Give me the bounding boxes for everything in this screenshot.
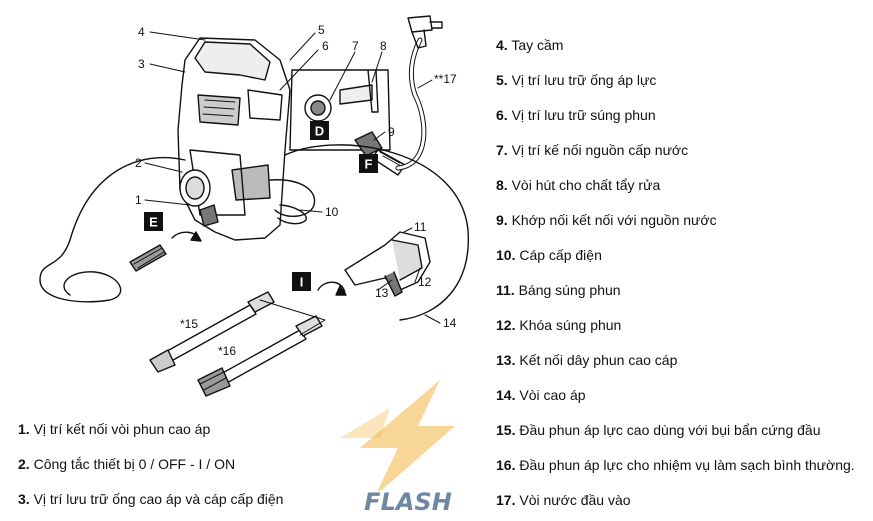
high-pressure-connector bbox=[129, 244, 167, 272]
legend-item-3: 3. Vị trí lưu trữ ống cao áp và cáp cấp … bbox=[18, 491, 284, 507]
legend-item-14: 14. Vòi cao áp bbox=[496, 387, 586, 403]
callout-11: 11 bbox=[414, 220, 427, 234]
legend-item-2: 2. Công tắc thiết bị 0 / OFF - I / ON bbox=[18, 456, 236, 472]
step-box-i: I bbox=[292, 272, 311, 291]
callout-numbers: 4 3 2 1 5 6 7 8 9 10 11 12 13 14 *15 *16… bbox=[135, 23, 457, 358]
callout-17: **17 bbox=[434, 72, 457, 86]
leader-lines bbox=[144, 31, 441, 324]
legend-item-12: 12. Khóa súng phun bbox=[496, 317, 622, 333]
lightning-bolt-icon bbox=[360, 380, 455, 496]
water-tap bbox=[407, 15, 443, 49]
lance-16 bbox=[197, 315, 323, 397]
legend-item-6: 6. Vị trí lưu trữ súng phun bbox=[496, 107, 656, 123]
callout-1: 1 bbox=[135, 193, 142, 207]
callout-13: 13 bbox=[375, 286, 389, 300]
callout-14: 14 bbox=[443, 316, 457, 330]
svg-text:I: I bbox=[300, 275, 304, 290]
legend-item-1: 1. Vị trí kết nối vòi phun cao áp bbox=[18, 421, 211, 437]
legend-item-15: 15. Đầu phun áp lực cao dùng với bụi bẩn… bbox=[496, 422, 821, 438]
callout-12: 12 bbox=[418, 275, 432, 289]
high-pressure-hose bbox=[284, 144, 469, 321]
legend-item-9: 9. Khớp nối kết nối với nguồn nước bbox=[496, 212, 717, 228]
step-box-d: D bbox=[310, 121, 329, 140]
flash-watermark-logo: FLASH bbox=[334, 380, 484, 516]
callout-10: 10 bbox=[325, 205, 339, 219]
legend-item-7: 7. Vị trí kế nối nguồn cấp nước bbox=[496, 142, 689, 158]
legend-item-17: 17. Vòi nước đầu vào bbox=[496, 492, 631, 508]
legend-item-5: 5. Vị trí lưu trữ ống áp lực bbox=[496, 72, 657, 88]
callout-15: *15 bbox=[180, 317, 198, 331]
step-box-e: E bbox=[144, 212, 163, 231]
legend-item-13: 13. Kết nối dây phun cao cáp bbox=[496, 352, 678, 368]
callout-8: 8 bbox=[380, 39, 387, 53]
watermark-text: FLASH bbox=[364, 488, 452, 516]
power-cable bbox=[39, 156, 186, 303]
callout-3: 3 bbox=[138, 57, 145, 71]
legend-item-10: 10. Cáp cấp điện bbox=[496, 247, 602, 263]
callout-9: 9 bbox=[388, 125, 395, 139]
legend-item-4: 4. Tay cầm bbox=[496, 37, 564, 53]
step-box-f: F bbox=[359, 154, 378, 173]
svg-text:E: E bbox=[149, 215, 158, 230]
callout-7: 7 bbox=[352, 39, 359, 53]
svg-text:F: F bbox=[365, 157, 373, 172]
lance-15 bbox=[149, 291, 275, 373]
legend-item-8: 8. Vòi hút cho chất tẩy rửa bbox=[496, 177, 661, 193]
callout-5: 5 bbox=[318, 23, 325, 37]
callout-6: 6 bbox=[322, 39, 329, 53]
legend-item-11: 11. Báng súng phun bbox=[496, 282, 621, 298]
machine-body bbox=[177, 37, 316, 241]
spray-gun bbox=[344, 231, 431, 297]
callout-4: 4 bbox=[138, 25, 145, 39]
callout-16: *16 bbox=[218, 344, 236, 358]
svg-text:D: D bbox=[315, 124, 324, 139]
legend-item-16: 16. Đầu phun áp lực cho nhiệm vụ làm sạc… bbox=[496, 457, 855, 473]
callout-2: 2 bbox=[135, 156, 142, 170]
